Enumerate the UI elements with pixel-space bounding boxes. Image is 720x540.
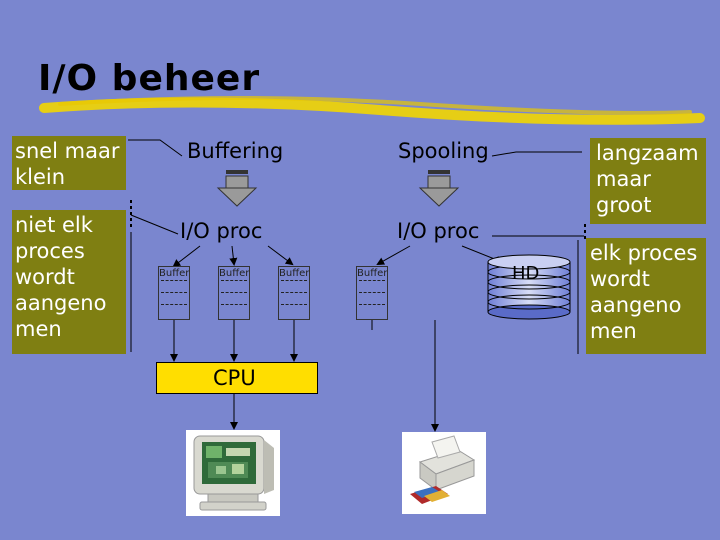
note-line: snel maar	[15, 139, 120, 163]
note-line: langzaam	[596, 141, 699, 165]
note-line: men	[590, 319, 637, 343]
buffer-label: Buffer	[279, 268, 310, 279]
disk-label: HD	[512, 263, 540, 284]
buffer-label: Buffer	[219, 268, 250, 279]
io-proc-right-label: I/O proc	[397, 219, 480, 243]
note-line: proces	[15, 239, 85, 263]
note-line: aangeno	[15, 291, 107, 315]
note-line: wordt	[15, 265, 75, 289]
buffer-label: Buffer	[159, 268, 190, 279]
note-line: niet elk	[15, 213, 93, 237]
note-bottom-left: niet elk proces wordt aangeno men	[12, 210, 126, 354]
down-arrow-icon-2	[418, 170, 460, 207]
note-line: aangeno	[590, 293, 682, 317]
slide-title: I/O beheer	[38, 58, 261, 99]
note-line: wordt	[590, 267, 650, 291]
note-line: klein	[15, 165, 66, 189]
disk-stack-icon	[487, 254, 571, 320]
buffer-1: Buffer	[158, 266, 190, 320]
buffer-3: Buffer	[278, 266, 310, 320]
buffer-4: Buffer	[356, 266, 388, 320]
buffer-label: Buffer	[357, 268, 388, 279]
note-top-right: langzaam maar groot	[590, 138, 706, 224]
buffer-2: Buffer	[218, 266, 250, 320]
cpu-box: CPU	[156, 362, 318, 394]
monitor-icon	[186, 430, 280, 516]
note-line: elk proces	[590, 241, 698, 265]
connector-spooling-note	[491, 151, 582, 157]
note-bottom-right: elk proces wordt aangeno men	[586, 238, 706, 354]
note-line: maar	[596, 167, 651, 191]
note-line: men	[15, 317, 62, 341]
io-proc-left-label: I/O proc	[180, 219, 263, 243]
printer-icon	[402, 432, 486, 514]
connector-note-buffering	[128, 139, 183, 157]
down-arrow-icon-1	[216, 170, 258, 207]
spooling-label: Spooling	[398, 139, 489, 163]
buffering-label: Buffering	[187, 139, 284, 163]
note-line: groot	[596, 193, 652, 217]
note-top-left: snel maar klein	[12, 136, 126, 190]
title-underline	[39, 97, 705, 125]
